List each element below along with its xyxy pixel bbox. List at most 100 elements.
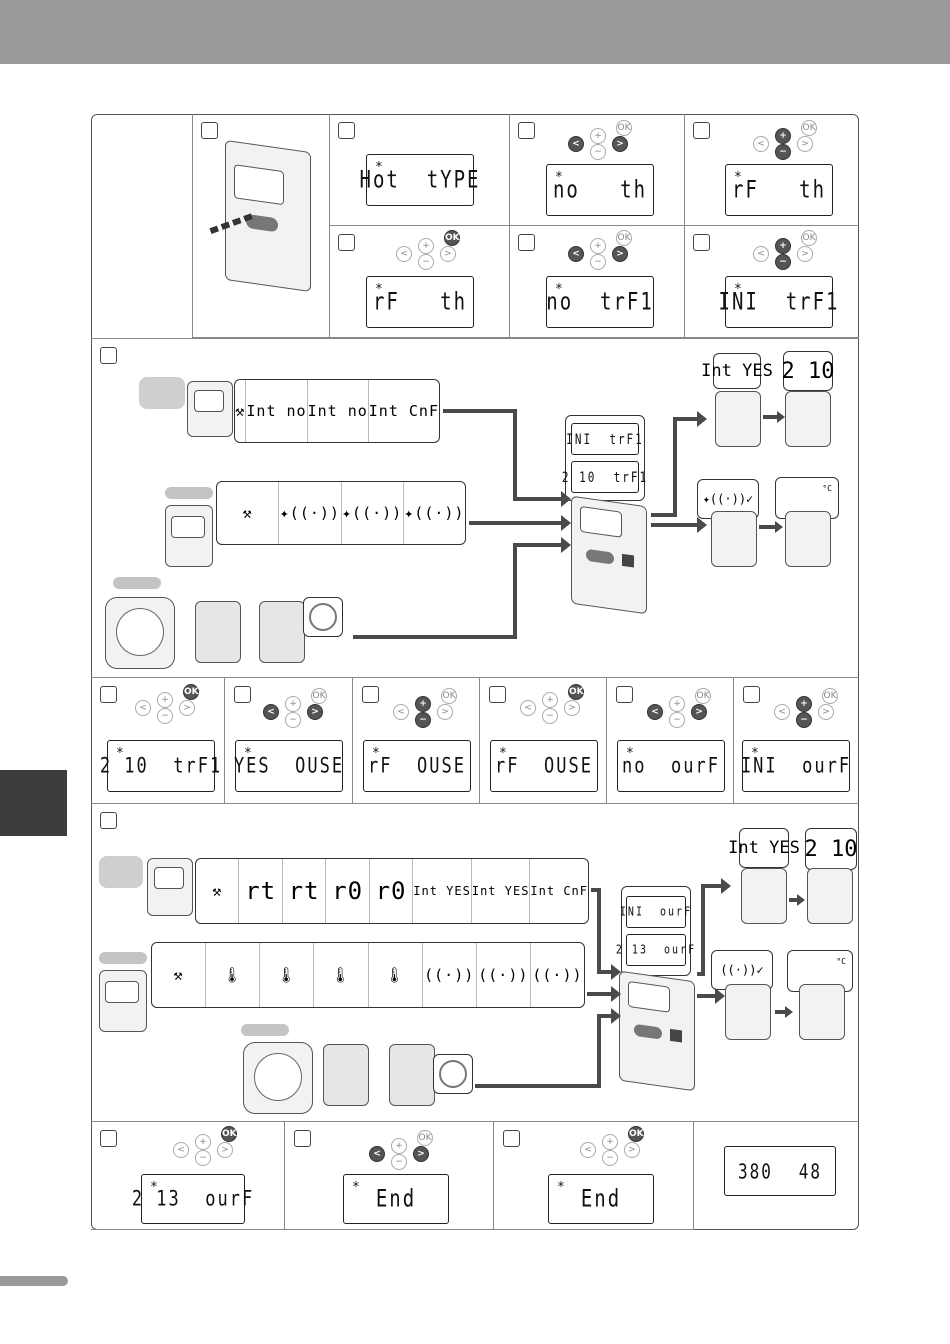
ok-button[interactable]: OK [695, 688, 711, 704]
minus-button[interactable]: − [669, 712, 685, 728]
display-bubble: 2 10 [805, 828, 858, 870]
lcd-display: *INI ourF [741, 740, 850, 792]
minus-button[interactable]: − [775, 254, 791, 270]
keypad: OK + − < > [169, 1126, 237, 1170]
minus-button[interactable]: − [796, 712, 812, 728]
minus-button[interactable]: − [285, 712, 301, 728]
tools-icon: ⚒ [235, 402, 246, 420]
minus-button[interactable]: − [602, 1150, 618, 1166]
keypad: OK + − < > [564, 120, 632, 164]
left-button[interactable]: < [393, 704, 409, 720]
minus-button[interactable]: − [391, 1154, 407, 1170]
plus-button[interactable]: + [775, 128, 791, 144]
antenna-icon: ((·)) [475, 943, 530, 1007]
right-button[interactable]: > [818, 704, 834, 720]
left-button[interactable]: < [135, 700, 151, 716]
ok-button[interactable]: OK [822, 688, 838, 704]
gray-badge [99, 856, 143, 888]
step-number [100, 686, 117, 703]
ok-button[interactable]: OK [616, 230, 632, 246]
antenna-icon: ((·)) [529, 943, 584, 1007]
ok-button[interactable]: OK [568, 684, 584, 700]
gray-badge [139, 377, 185, 409]
ok-button[interactable]: OK [628, 1126, 644, 1142]
minus-button[interactable]: − [415, 712, 431, 728]
left-button[interactable]: < [753, 246, 769, 262]
plus-button[interactable]: + [590, 238, 606, 254]
right-button[interactable]: > [612, 136, 628, 152]
plus-button[interactable]: + [391, 1138, 407, 1154]
plus-button[interactable]: + [796, 696, 812, 712]
ok-button[interactable]: OK [183, 684, 199, 700]
thermostat-device [187, 381, 233, 437]
step-final-cell: 380 48 [694, 1122, 859, 1230]
step-3-cell: OK + − < > *no th [510, 114, 685, 226]
plus-button[interactable]: + [669, 696, 685, 712]
right-button[interactable]: > [179, 700, 195, 716]
right-button[interactable]: > [691, 704, 707, 720]
left-button[interactable]: < [396, 246, 412, 262]
keypad: OK + − < > [259, 688, 327, 732]
plus-button[interactable]: + [415, 696, 431, 712]
left-button[interactable]: < [568, 246, 584, 262]
keypad: OK + − < > [749, 230, 817, 274]
minus-button[interactable]: − [590, 144, 606, 160]
ok-button[interactable]: OK [616, 120, 632, 136]
plus-button[interactable]: + [418, 238, 434, 254]
plus-button[interactable]: + [542, 692, 558, 708]
lcd-display: *rF OUSE [490, 740, 598, 792]
minus-button[interactable]: − [418, 254, 434, 270]
step-18-cell: OK + − < > *End [494, 1122, 694, 1230]
right-button[interactable]: > [440, 246, 456, 262]
right-button[interactable]: > [564, 700, 580, 716]
step-number [503, 1130, 520, 1147]
plus-button[interactable]: + [195, 1134, 211, 1150]
minus-button[interactable]: − [195, 1150, 211, 1166]
right-button[interactable]: > [797, 246, 813, 262]
menu-step: Int YES [470, 859, 530, 923]
left-button[interactable]: < [753, 136, 769, 152]
plus-button[interactable]: + [157, 692, 173, 708]
right-button[interactable]: > [307, 704, 323, 720]
menu-step: r0 [368, 859, 412, 923]
ok-button[interactable]: OK [311, 688, 327, 704]
minus-button[interactable]: − [590, 254, 606, 270]
left-button[interactable]: < [173, 1142, 189, 1158]
right-button[interactable]: > [612, 246, 628, 262]
thermometer-icon: 🌡 [259, 943, 313, 1007]
step-number [518, 234, 535, 251]
left-button[interactable]: < [647, 704, 663, 720]
step-number [693, 234, 710, 251]
left-button[interactable]: < [369, 1146, 385, 1162]
flow-arrows [475, 878, 805, 1088]
right-button[interactable]: > [217, 1142, 233, 1158]
ok-button[interactable]: OK [444, 230, 460, 246]
ok-button[interactable]: OK [417, 1130, 433, 1146]
plus-button[interactable]: + [602, 1134, 618, 1150]
plus-button[interactable]: + [285, 696, 301, 712]
ok-button[interactable]: OK [801, 230, 817, 246]
step-14-cell: OK + − < > *INI ourF [734, 678, 859, 804]
left-button[interactable]: < [263, 704, 279, 720]
thermostat-back [389, 1044, 435, 1106]
left-button[interactable]: < [568, 136, 584, 152]
plus-button[interactable]: + [775, 238, 791, 254]
minus-button[interactable]: − [542, 708, 558, 724]
plus-button[interactable]: + [590, 128, 606, 144]
right-button[interactable]: > [624, 1142, 640, 1158]
right-button[interactable]: > [797, 136, 813, 152]
ok-button[interactable]: OK [221, 1126, 237, 1142]
left-button[interactable]: < [520, 700, 536, 716]
right-button[interactable]: > [437, 704, 453, 720]
lcd-display: *2 10 trF1 [100, 740, 220, 792]
minus-button[interactable]: − [157, 708, 173, 724]
ok-button[interactable]: OK [441, 688, 457, 704]
lcd-display: *End [343, 1174, 449, 1224]
left-button[interactable]: < [774, 704, 790, 720]
dial-thermostat [105, 597, 175, 669]
right-button[interactable]: > [413, 1146, 429, 1162]
menu-strip: ⚒ rt rt r0 r0 Int YES Int YES Int CnF [195, 858, 589, 924]
left-button[interactable]: < [580, 1142, 596, 1158]
ok-button[interactable]: OK [801, 120, 817, 136]
minus-button[interactable]: − [775, 144, 791, 160]
